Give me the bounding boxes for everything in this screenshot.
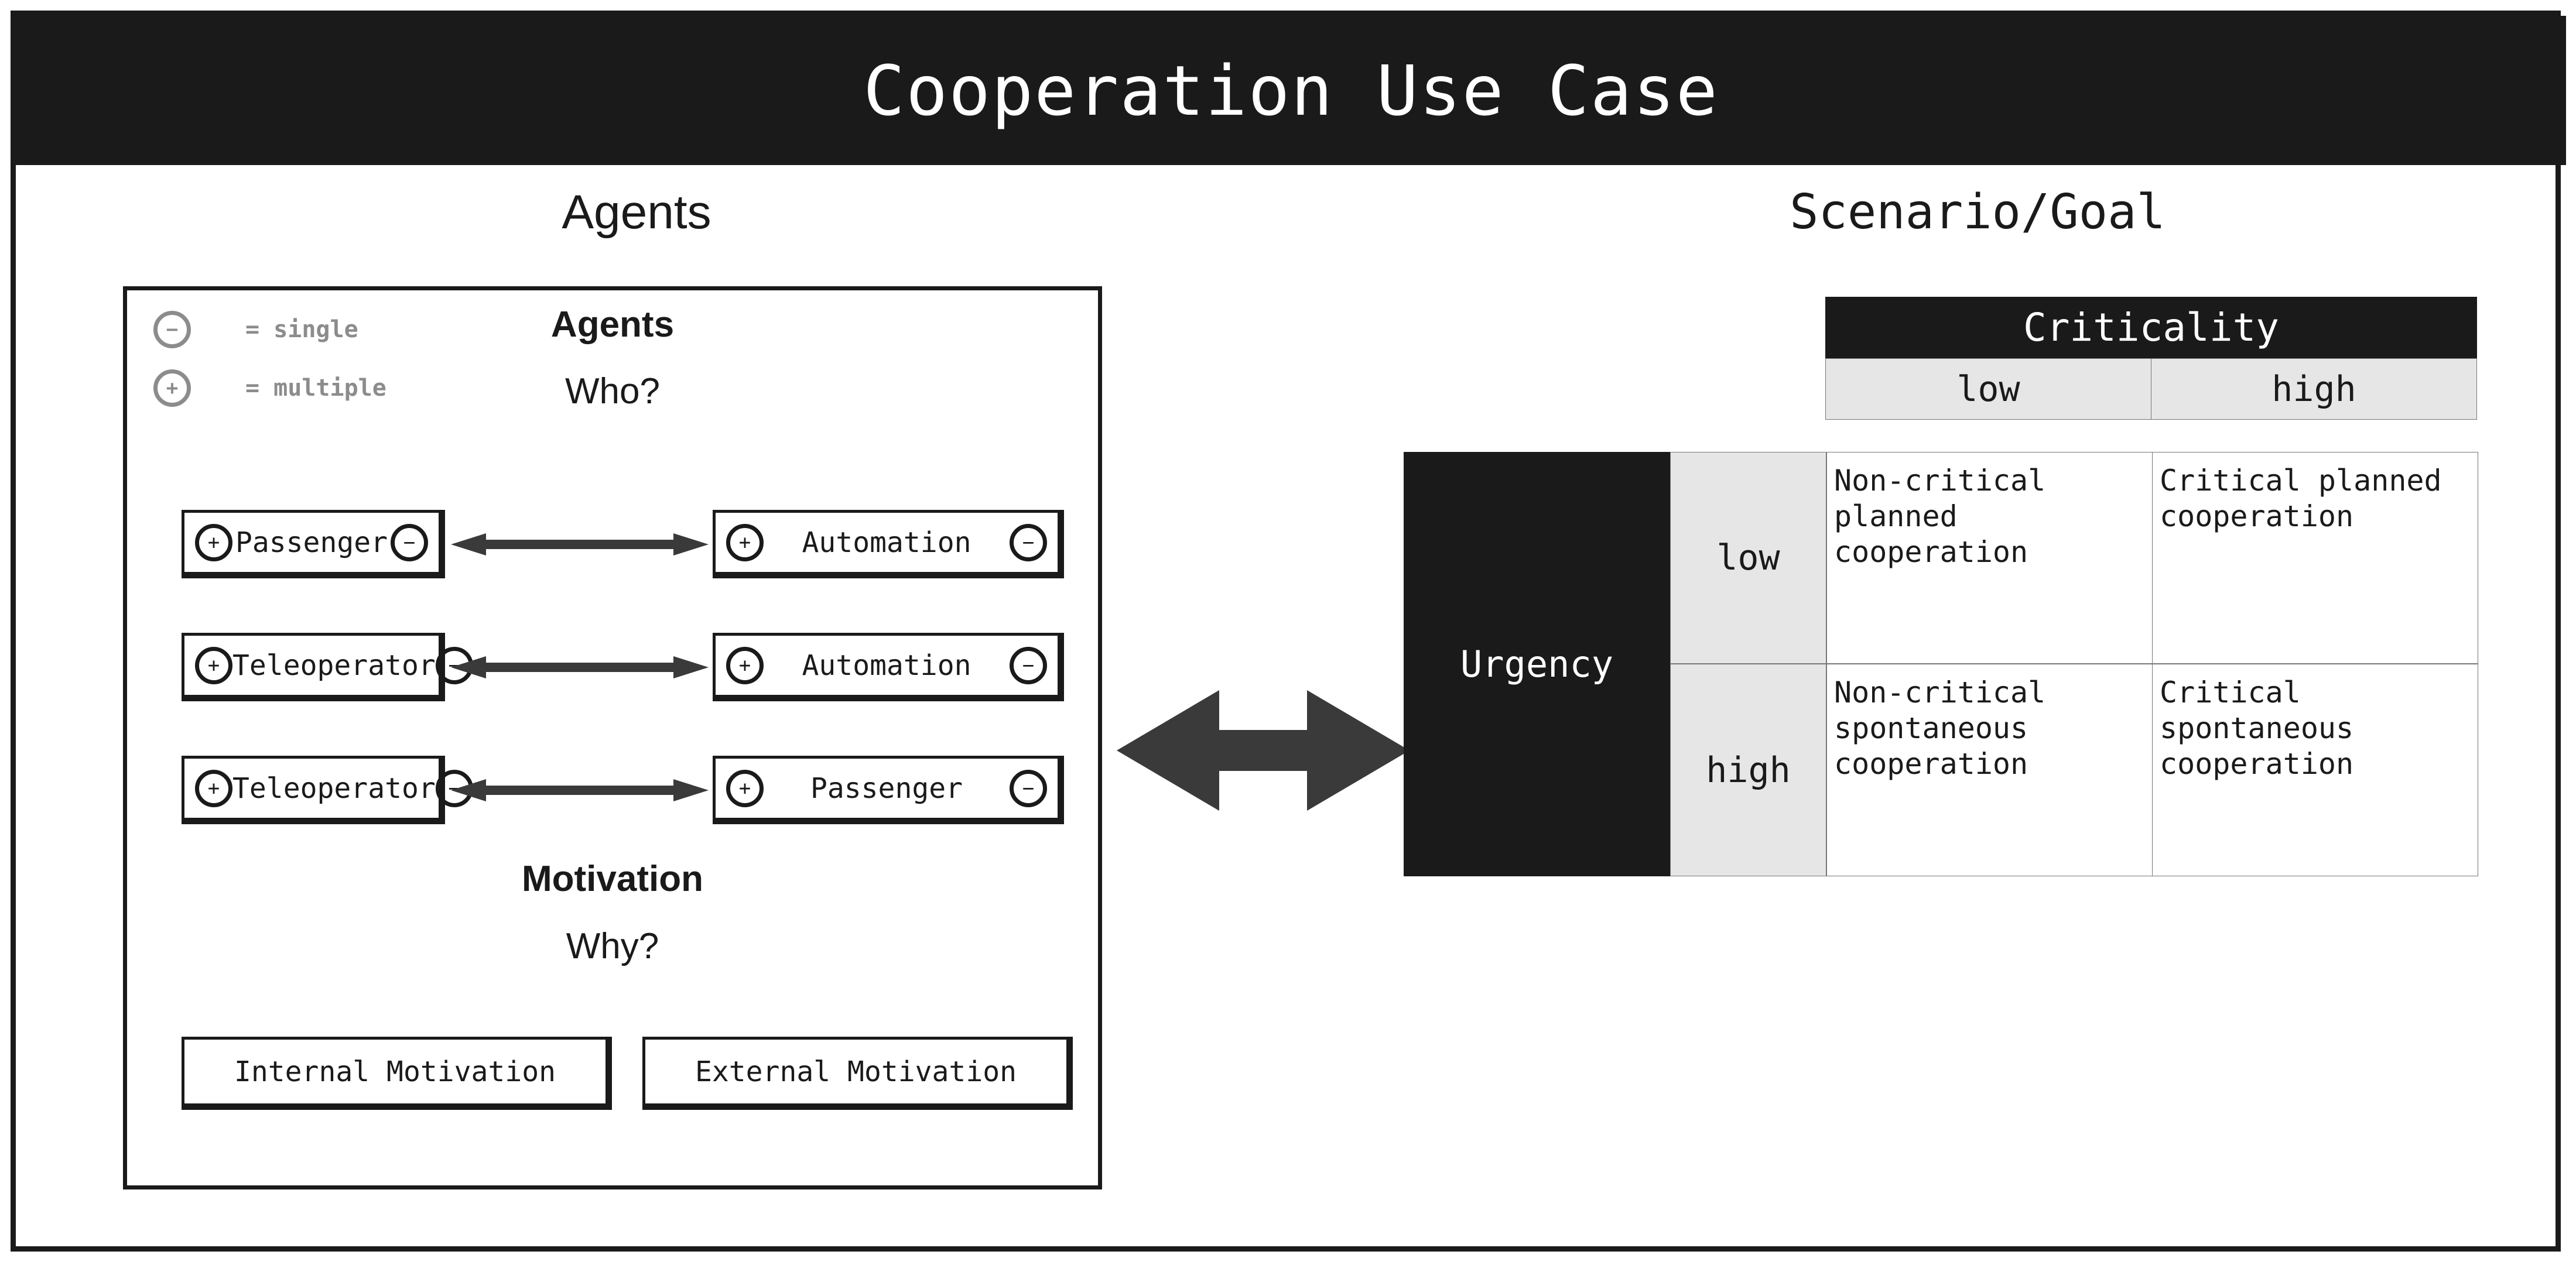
agent-label: Teleoperator [232,772,436,805]
section-heading-agents: Agents [562,186,711,239]
plus-circle-icon: + [726,646,764,684]
motivation-option-internal[interactable]: Internal Motivation [182,1037,612,1110]
matrix-cell: Critical spontaneous cooperation [2152,664,2478,876]
legend-single-label: = single [245,316,358,343]
agent-pair-row: + Passenger − + Automation − [127,510,1098,578]
minus-circle-icon: − [1010,769,1047,807]
agent-label: Automation [802,526,971,559]
matrix-cell: Non-critical planned cooperation [1826,452,2153,664]
bidirectional-arrow-icon [451,656,709,678]
agent-box-left[interactable]: + Teleoperator − [182,633,473,701]
minus-circle-icon: − [391,523,428,561]
agent-label: Teleoperator [232,649,436,682]
minus-circle-icon: − [1010,523,1047,561]
agent-label: Automation [802,649,971,682]
motivation-option-external[interactable]: External Motivation [642,1037,1073,1110]
agent-box-left[interactable]: + Passenger − [182,510,445,578]
bidirectional-arrow-icon [451,533,709,556]
page-title: Cooperation Use Case [863,50,1719,131]
legend-item-multiple: + = multiple [153,369,386,407]
title-bar: Cooperation Use Case [16,16,2566,165]
matrix-row-header-high: high [1670,664,1826,876]
legend-multiple-label: = multiple [245,375,386,402]
matrix-cell: Critical planned cooperation [2152,452,2478,664]
matrix-row-axis-label: Urgency [1404,452,1670,876]
matrix-column-axis-label: Criticality [1825,297,2477,358]
agents-panel: − = single + = multiple Agents Who? + Pa… [123,286,1102,1189]
plus-circle-icon: + [195,523,232,561]
plus-circle-icon: + [195,646,232,684]
diagram-frame: Cooperation Use Case Agents Scenario/Goa… [11,11,2566,1252]
minus-circle-icon: − [1010,646,1047,684]
plus-circle-icon: + [153,369,191,407]
matrix-column-header-low: low [1825,358,2151,420]
minus-circle-icon: − [153,311,191,348]
matrix-column-header-high: high [2151,358,2477,420]
agent-box-right[interactable]: + Automation − [713,633,1064,701]
bidirectional-arrow-icon [451,779,709,801]
agent-label: Passenger [235,526,388,559]
agent-pair-row: + Teleoperator − + Passenger − [127,756,1098,824]
agent-box-left[interactable]: + Teleoperator − [182,756,473,824]
agent-pair-row: + Teleoperator − + Automation − [127,633,1098,701]
agent-box-right[interactable]: + Automation − [713,510,1064,578]
agent-label: Passenger [810,772,963,805]
legend-item-single: − = single [153,311,358,348]
agents-sub-question: Who? [565,371,660,412]
section-heading-scenario: Scenario/Goal [1790,184,2166,240]
plus-circle-icon: + [195,769,232,807]
plus-circle-icon: + [726,769,764,807]
motivation-heading: Motivation [522,859,703,899]
matrix-cell: Non-critical spontaneous cooperation [1826,664,2153,876]
bidirectional-arrow-icon [1117,690,1410,811]
agents-sub-heading: Agents [550,304,675,345]
plus-circle-icon: + [726,523,764,561]
motivation-question: Why? [566,926,659,966]
matrix-row-header-low: low [1670,452,1826,664]
agent-box-right[interactable]: + Passenger − [713,756,1064,824]
